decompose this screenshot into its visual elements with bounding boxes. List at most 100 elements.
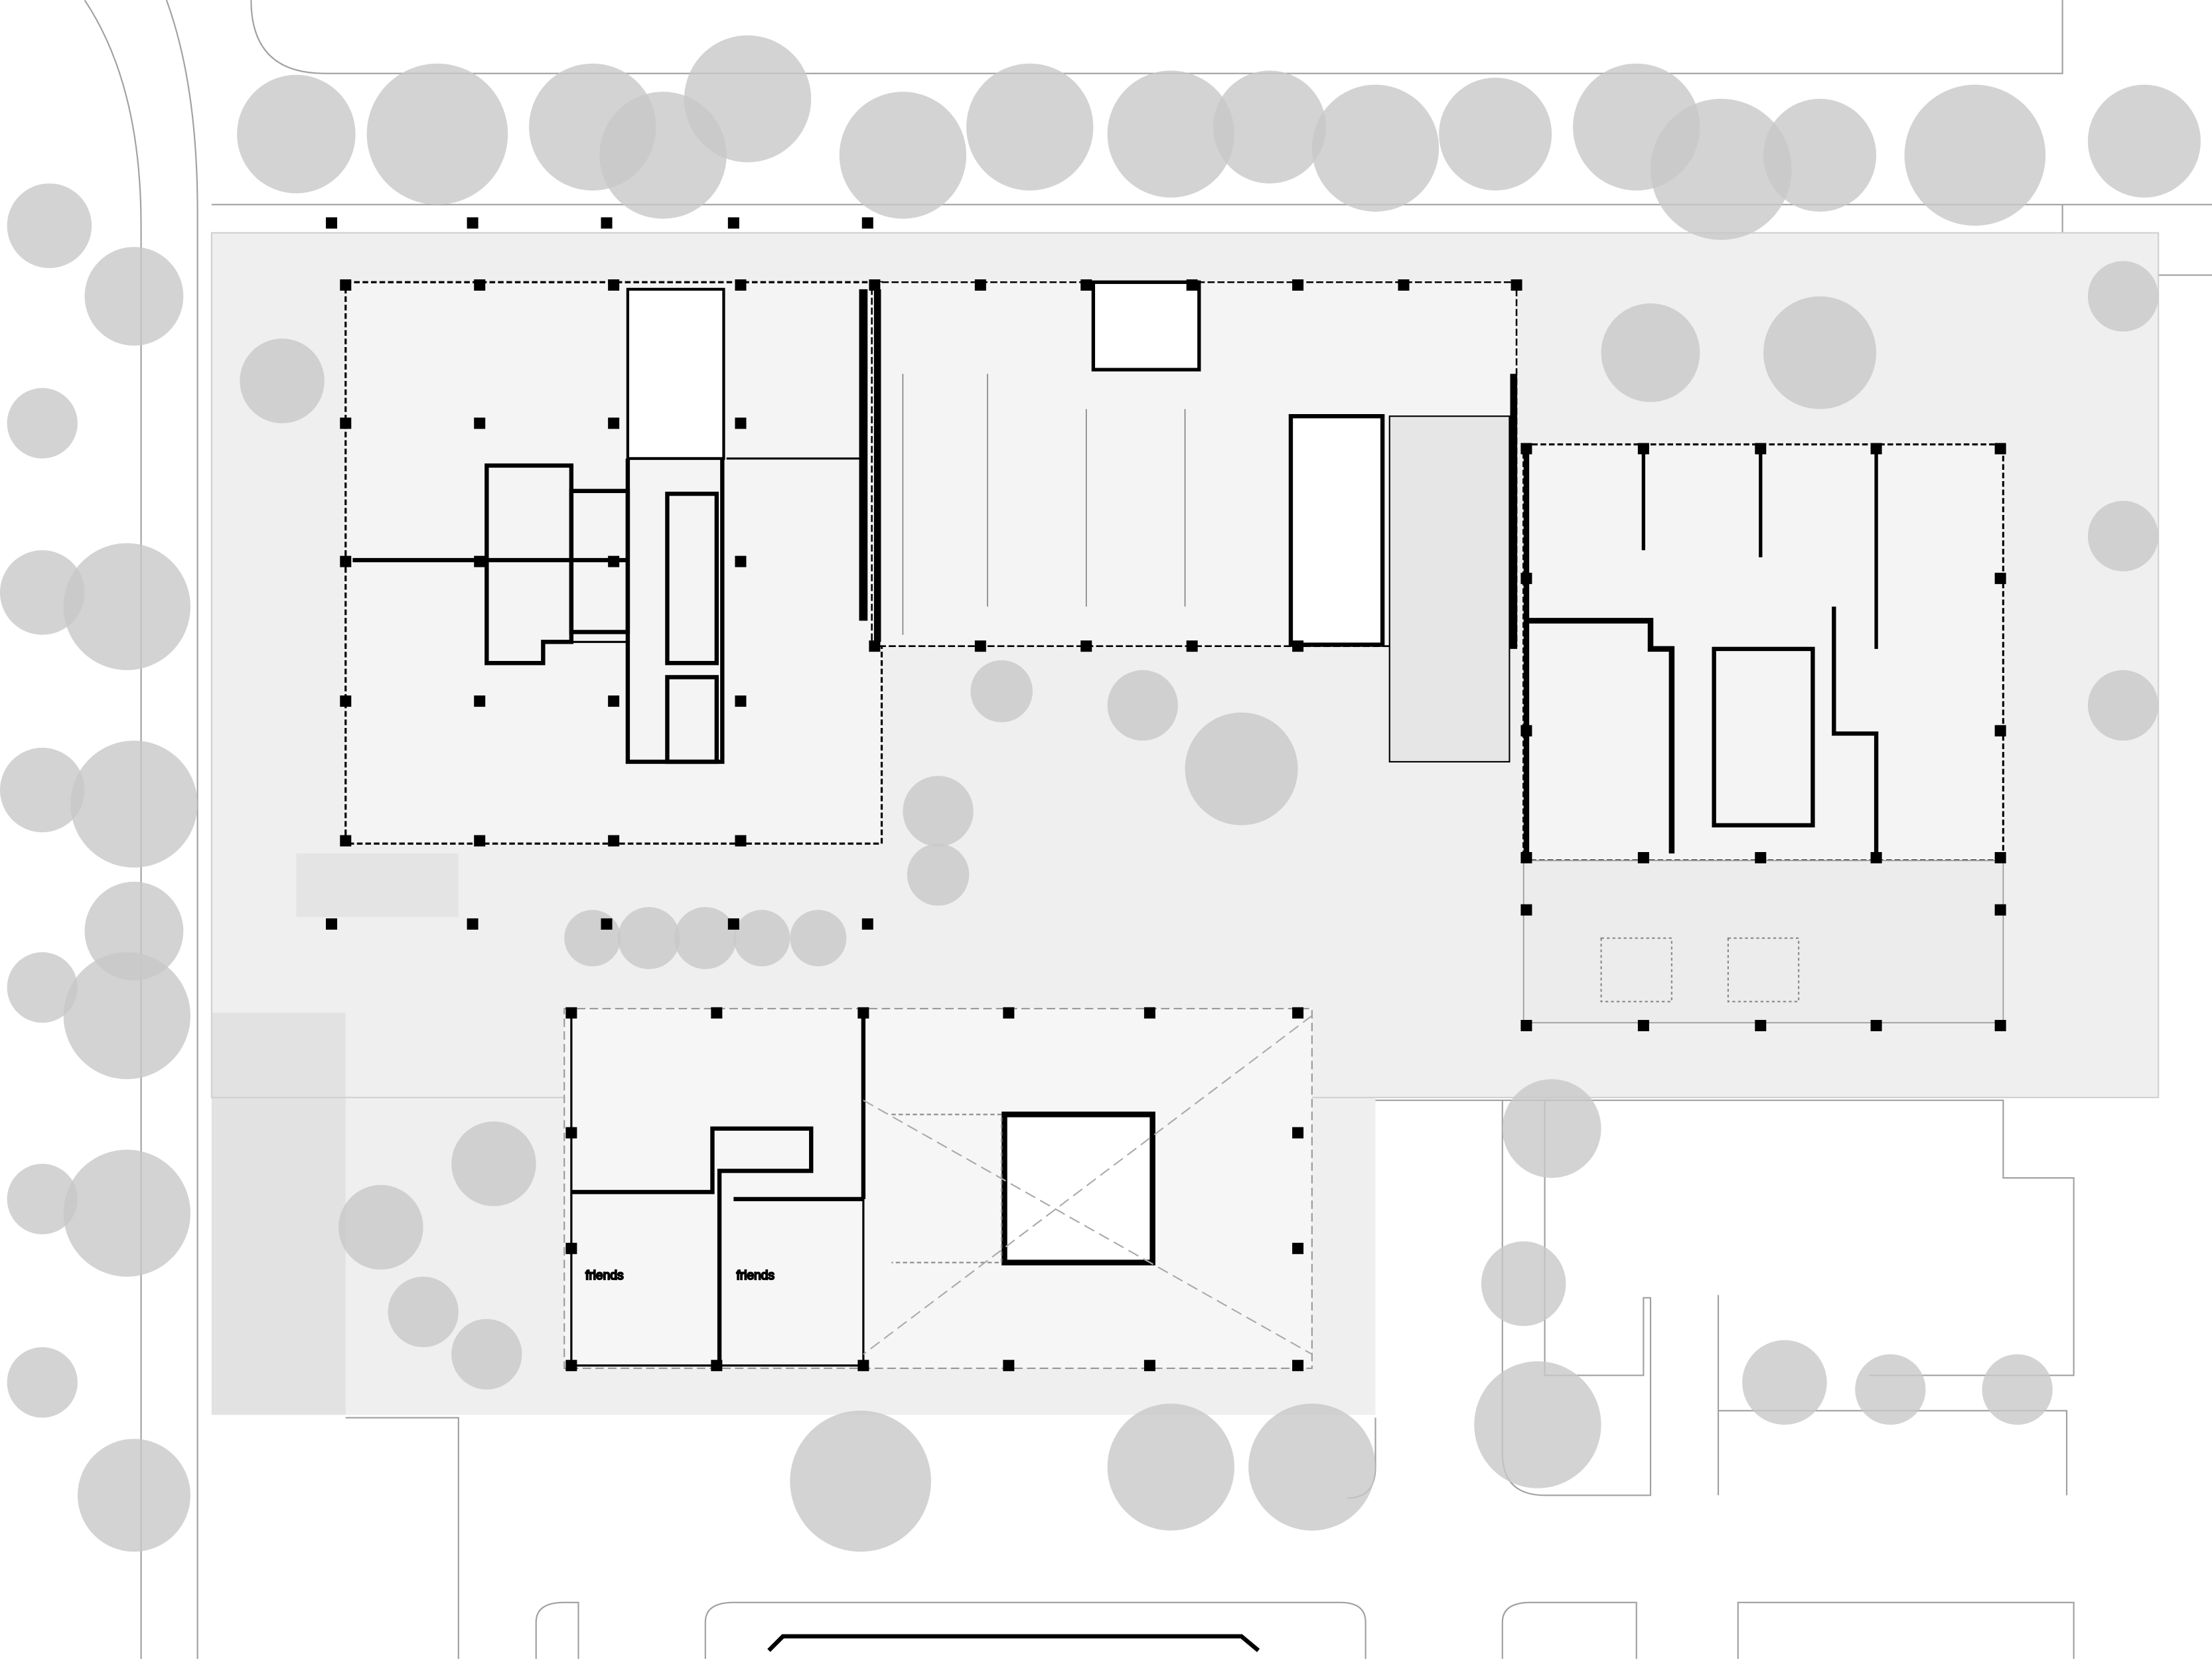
column: [1994, 1019, 2006, 1031]
column: [869, 279, 881, 291]
column: [1870, 1019, 1882, 1031]
column: [601, 217, 613, 229]
column: [1994, 852, 2006, 864]
column: [1755, 852, 1767, 864]
column: [474, 835, 486, 847]
column: [1292, 279, 1304, 291]
tree: [1107, 670, 1178, 741]
column: [467, 217, 479, 229]
column: [1637, 443, 1649, 455]
tree: [7, 1347, 78, 1418]
tree: [63, 1149, 190, 1277]
building-b-parking: [871, 280, 1518, 763]
column: [727, 217, 739, 229]
tree: [1474, 1361, 1601, 1488]
column: [1520, 573, 1532, 585]
column: [735, 279, 747, 291]
column: [608, 695, 620, 707]
column: [1637, 1019, 1649, 1031]
column: [1292, 1127, 1304, 1139]
tree: [1185, 712, 1298, 826]
tree: [1248, 1404, 1376, 1531]
column: [1520, 852, 1532, 864]
column: [565, 1007, 577, 1019]
columns: [326, 217, 2006, 1372]
column: [1003, 1360, 1015, 1372]
tree: [2087, 84, 2201, 198]
column: [1870, 443, 1882, 455]
column: [735, 555, 747, 567]
tree: [1439, 78, 1552, 191]
tree: [1855, 1354, 1926, 1425]
tree: [1107, 1404, 1234, 1531]
column: [1143, 1007, 1155, 1019]
tree: [1742, 1340, 1827, 1425]
column: [1511, 279, 1522, 291]
tree: [451, 1319, 522, 1390]
building-c: [1522, 443, 2004, 1024]
tree: [7, 183, 92, 268]
tree: [1502, 1079, 1601, 1179]
column: [1292, 1242, 1304, 1254]
tree: [237, 74, 356, 194]
column: [565, 1360, 577, 1372]
tree: [1107, 70, 1234, 198]
column: [1186, 279, 1198, 291]
column: [1870, 852, 1882, 864]
tree: [1481, 1241, 1566, 1327]
column: [1080, 640, 1092, 652]
tree: [366, 63, 508, 205]
column: [340, 695, 352, 707]
column: [474, 417, 486, 429]
tree: [839, 92, 967, 219]
column: [474, 555, 486, 567]
column: [467, 918, 479, 930]
column: [608, 279, 620, 291]
tree: [388, 1276, 459, 1348]
tree: [2087, 670, 2159, 741]
column: [340, 835, 352, 847]
tree: [7, 388, 78, 459]
column: [565, 1242, 577, 1254]
tree: [733, 910, 790, 967]
tree: [0, 550, 85, 635]
column: [1143, 1360, 1155, 1372]
column: [326, 918, 338, 930]
tree: [2087, 261, 2159, 332]
tree: [903, 776, 974, 847]
tree: [790, 1410, 931, 1552]
column: [601, 918, 613, 930]
tree: [907, 843, 970, 906]
tree: [1763, 98, 1877, 212]
column: [474, 279, 486, 291]
column: [1520, 725, 1532, 737]
tree: [1311, 84, 1439, 212]
building-d: friends friends: [563, 1007, 1313, 1370]
column: [735, 835, 747, 847]
column: [565, 1127, 577, 1139]
column: [869, 640, 881, 652]
column: [974, 279, 986, 291]
tree: [1904, 84, 2046, 226]
column: [727, 918, 739, 930]
column: [1520, 904, 1532, 916]
column: [857, 1007, 869, 1019]
column: [1637, 852, 1649, 864]
column: [1186, 640, 1198, 652]
unit-label: friends: [737, 1269, 774, 1283]
column: [1520, 443, 1532, 455]
tree: [240, 338, 325, 423]
column: [340, 417, 352, 429]
column: [735, 417, 747, 429]
tree: [1982, 1354, 2053, 1425]
column: [608, 835, 620, 847]
column: [608, 555, 620, 567]
tree: [684, 35, 812, 163]
tree: [674, 906, 737, 970]
column: [735, 695, 747, 707]
column: [474, 695, 486, 707]
column: [1994, 573, 2006, 585]
column: [711, 1007, 723, 1019]
tree: [0, 747, 85, 833]
